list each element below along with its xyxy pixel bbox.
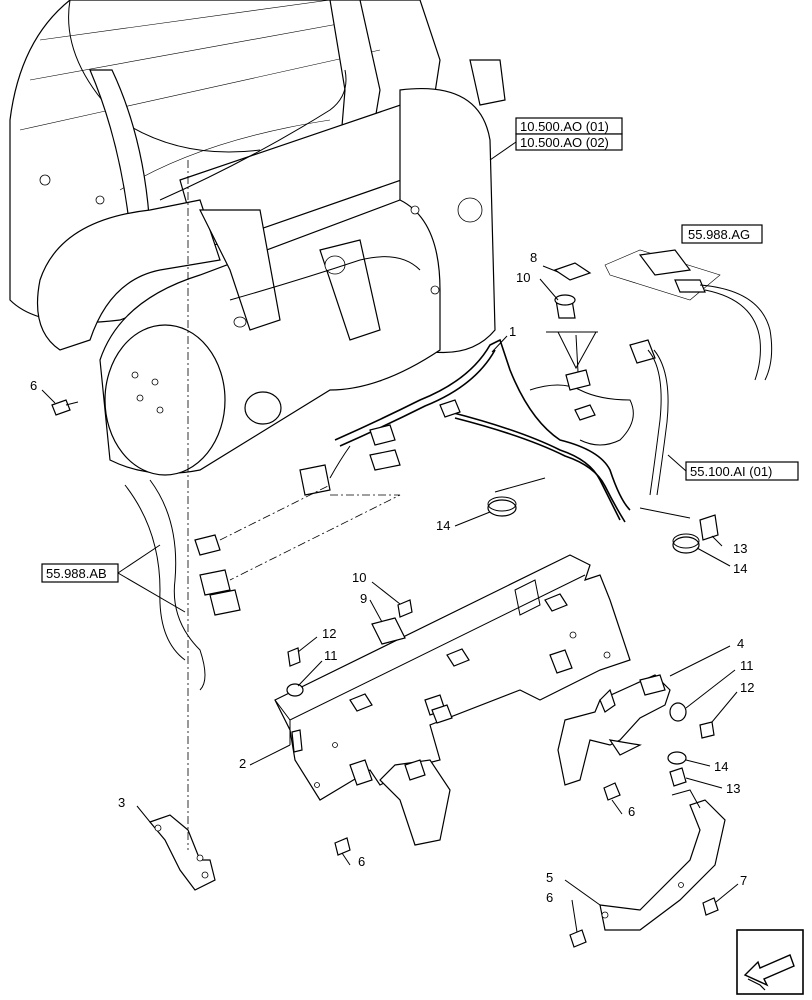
callout-6-bottom: 6 [546, 890, 553, 905]
leader-lines [41, 265, 739, 933]
bolt-12-right [699, 721, 715, 739]
bolt-10-top [554, 294, 576, 319]
callout-11-right: 11 [740, 658, 754, 673]
washer-11-right [669, 702, 687, 722]
callout-2: 2 [239, 756, 246, 771]
callout-6-mid: 6 [358, 854, 365, 869]
clip-right [639, 507, 719, 541]
clip-13-right-lower [669, 767, 687, 787]
callout-13-upper: 13 [733, 541, 747, 556]
wiring-harness [299, 331, 669, 523]
next-page-arrow-icon[interactable] [736, 929, 804, 995]
bolt-6-mid [334, 837, 351, 856]
clip-8 [553, 262, 592, 281]
callout-3: 3 [118, 795, 125, 810]
bolt-6-top [51, 399, 79, 416]
bolt-6-right [603, 782, 621, 801]
callout-1: 1 [509, 324, 516, 339]
bracket-3 [148, 160, 216, 891]
callout-13-lower: 13 [726, 781, 740, 796]
grommet-right [672, 533, 700, 554]
callout-5: 5 [546, 870, 553, 885]
callout-4: 4 [737, 636, 744, 651]
bolt-6-bottom [569, 929, 587, 948]
bolt-12-left [287, 647, 301, 667]
callout-10-top: 10 [516, 270, 530, 285]
mounting-bracket-main [274, 554, 631, 846]
callout-10-mid: 10 [352, 570, 366, 585]
grommet-upper [487, 477, 546, 517]
reference-sensor[interactable]: 55.988.AG [681, 224, 763, 244]
bolt-10-mid [397, 599, 413, 618]
callout-14-lower-right: 14 [714, 759, 728, 774]
callout-9: 9 [360, 591, 367, 606]
nox-sensor-module [604, 249, 773, 381]
callout-14-left: 14 [436, 518, 450, 533]
reference-exhaust-1: 10.500.AO (01) [520, 119, 609, 134]
reference-harness-link[interactable]: 55.100.AI (01) [667, 454, 799, 481]
callout-7: 7 [740, 873, 747, 888]
bracket-5 [599, 789, 726, 931]
callout-14-upper-right: 14 [733, 561, 747, 576]
reference-exhaust[interactable]: 10.500.AO (01) 10.500.AO (02) [489, 117, 623, 161]
callout-11-left: 11 [324, 648, 338, 663]
bolt-7 [702, 897, 719, 916]
exhaust-aftertreatment-assembly [9, 0, 506, 476]
callout-6-right: 6 [628, 804, 635, 819]
bracket-4 [557, 674, 671, 786]
reference-harness-label: 55.100.AI (01) [690, 464, 772, 479]
callout-12-right: 12 [740, 680, 754, 695]
reference-exhaust-2: 10.500.AO (02) [520, 135, 609, 150]
grommet-14-right-lower [667, 751, 687, 765]
callout-12-left: 12 [322, 626, 336, 641]
clip-9 [371, 617, 406, 645]
washer-11-left [286, 683, 304, 697]
reference-sensor-label: 55.988.AG [688, 227, 750, 242]
loose-connectors [124, 479, 401, 691]
callout-labels: 1 2 3 4 5 6 6 6 6 7 8 9 10 10 11 11 12 1… [30, 250, 754, 905]
callout-8: 8 [530, 250, 537, 265]
callout-6-top: 6 [30, 378, 37, 393]
reference-connectors-label: 55.988.AB [46, 566, 107, 581]
reference-connectors[interactable]: 55.988.AB [41, 544, 186, 613]
